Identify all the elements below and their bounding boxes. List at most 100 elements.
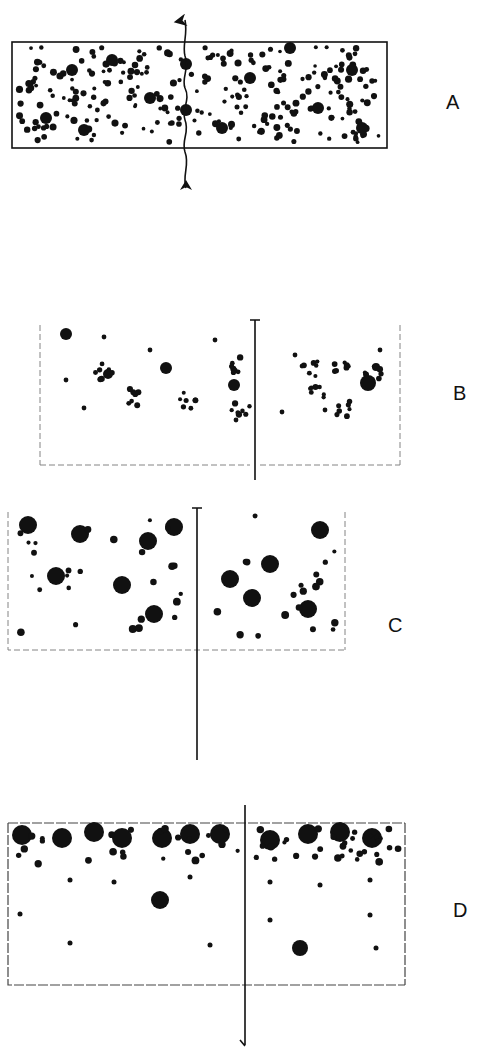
particle — [260, 830, 280, 850]
particle — [106, 114, 111, 119]
particle — [185, 849, 191, 855]
particle — [206, 833, 211, 838]
crack-line — [250, 320, 260, 480]
particle — [189, 72, 194, 77]
particle-field — [16, 42, 380, 145]
particle — [32, 76, 37, 81]
particle — [243, 589, 261, 607]
particle — [176, 116, 181, 121]
particle — [135, 624, 143, 632]
particle — [314, 45, 318, 49]
particle — [353, 45, 359, 51]
crack-path — [184, 20, 187, 188]
particle — [348, 848, 353, 853]
particle — [276, 90, 280, 94]
crack-line — [192, 508, 202, 760]
particle — [255, 633, 261, 639]
particle — [139, 549, 145, 555]
particle — [230, 361, 235, 366]
particle — [168, 121, 173, 126]
particle — [78, 124, 90, 136]
particle — [300, 77, 304, 81]
particle — [282, 840, 286, 844]
particle — [285, 60, 292, 67]
particle — [16, 853, 21, 858]
particle — [19, 118, 25, 124]
particle — [17, 628, 25, 636]
particle — [378, 348, 383, 353]
particle — [66, 64, 78, 76]
particle — [92, 133, 96, 137]
particle — [376, 838, 382, 844]
particle — [144, 70, 149, 75]
particle — [375, 858, 383, 866]
particle — [145, 65, 150, 70]
particle — [331, 619, 338, 626]
particle — [129, 399, 134, 404]
particle — [312, 102, 324, 114]
particle — [236, 94, 242, 100]
particle — [218, 841, 225, 848]
particle — [200, 110, 204, 114]
particle — [332, 75, 339, 82]
particle — [268, 918, 273, 923]
particle — [133, 104, 137, 108]
particle — [108, 831, 115, 838]
particle — [165, 518, 183, 536]
particle — [54, 111, 60, 117]
panel-letter: C — [388, 615, 402, 635]
particle — [342, 840, 347, 845]
particle — [136, 85, 140, 89]
particle — [188, 875, 193, 880]
particle — [360, 98, 364, 102]
panel-letter: A — [446, 92, 459, 112]
particle — [318, 131, 322, 135]
particle — [192, 118, 196, 122]
particle — [127, 74, 133, 80]
particle — [50, 93, 55, 98]
particle — [267, 843, 274, 850]
particle — [372, 363, 380, 371]
particle — [50, 69, 57, 76]
particle — [307, 371, 312, 376]
particle — [192, 857, 200, 865]
particle — [253, 514, 258, 519]
particle — [142, 127, 146, 131]
particle — [205, 56, 210, 61]
particle — [268, 47, 273, 52]
particle — [354, 131, 358, 135]
particle — [323, 408, 328, 413]
particle — [273, 88, 279, 94]
particle — [75, 137, 79, 141]
particle — [346, 109, 352, 115]
particle — [321, 71, 328, 78]
particle — [85, 118, 90, 123]
particle — [244, 94, 248, 98]
particle — [127, 386, 133, 392]
particle — [387, 845, 393, 851]
particle — [39, 45, 43, 49]
particle — [150, 579, 157, 586]
particle — [70, 99, 74, 103]
particle-field — [17, 514, 338, 639]
particle — [369, 834, 373, 838]
particle — [265, 122, 269, 126]
particle — [210, 824, 230, 844]
particle — [37, 587, 42, 592]
particle — [173, 598, 181, 606]
particle — [260, 843, 266, 849]
particle — [18, 530, 24, 536]
particle — [334, 412, 339, 417]
particle — [313, 374, 317, 378]
particle — [168, 562, 176, 570]
particle — [353, 136, 359, 142]
particle — [50, 124, 57, 131]
particle — [138, 616, 145, 623]
particle — [353, 109, 358, 114]
particle — [214, 608, 222, 616]
particle — [293, 353, 298, 358]
particle — [261, 555, 279, 573]
particle — [285, 104, 291, 110]
particle — [345, 97, 349, 101]
particle — [332, 361, 338, 367]
